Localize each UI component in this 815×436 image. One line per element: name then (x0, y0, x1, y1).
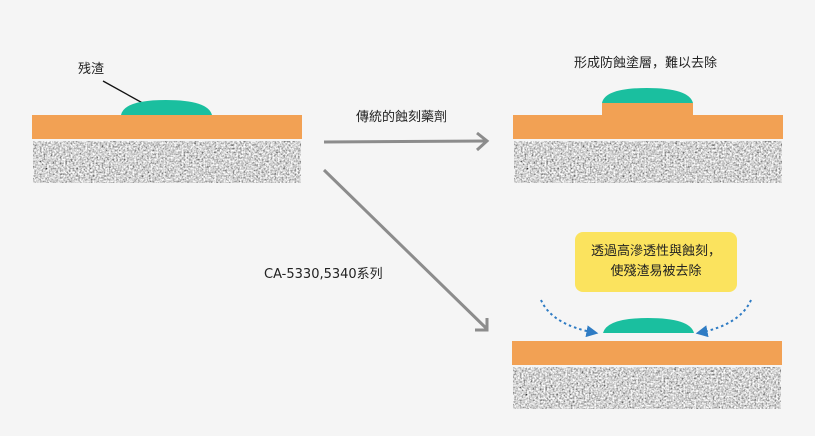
residue-label: 残渣 (78, 62, 105, 77)
residue-leader-line (102, 80, 149, 107)
residue-coating (602, 88, 693, 103)
substrate-layer (33, 141, 301, 183)
traditional-result-caption: 形成防蝕塗層，難以去除 (574, 56, 718, 71)
raised-copper-block (602, 103, 693, 116)
right-penetration-arrow (695, 299, 752, 338)
benefit-note-box: 透過高滲透性與蝕刻， 使殘渣易被去除 (575, 232, 737, 292)
copper-layer (32, 115, 302, 139)
left-penetration-arrow (540, 299, 599, 338)
note-line-1: 透過高滲透性與蝕刻， (590, 244, 721, 259)
note-line-2: 使殘渣易被去除 (610, 264, 702, 279)
product-arrow-label: CA-5330,5340系列 (264, 267, 383, 282)
traditional-arrow-label: 傳統的蝕刻藥劑 (356, 110, 448, 125)
copper-layer (513, 115, 783, 139)
copper-layer (512, 341, 782, 365)
traditional-arrow (323, 131, 490, 152)
substrate-layer (513, 367, 781, 409)
residue-blob (121, 100, 212, 115)
product-arrow (322, 168, 489, 332)
residue-blob (603, 318, 694, 333)
substrate-layer (514, 141, 782, 183)
